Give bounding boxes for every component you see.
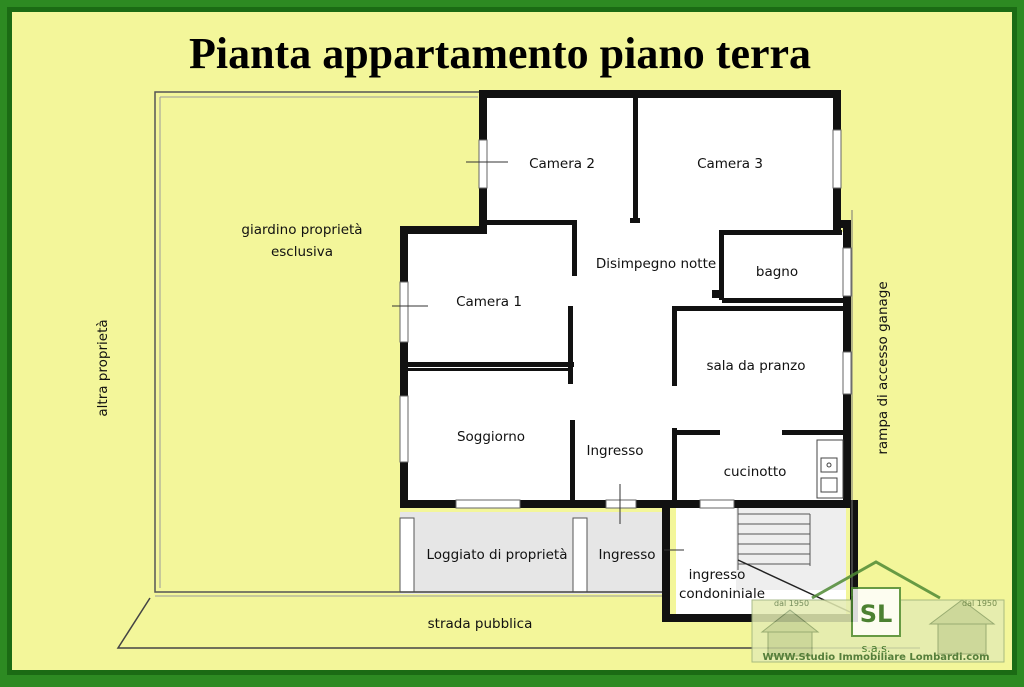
logo-year-right: dal 1950	[962, 599, 997, 608]
loggia-floor	[400, 506, 846, 594]
room-ingresso-esterno: Ingresso	[599, 547, 656, 563]
label-rampa-garage: rampa di accesso ganage	[875, 281, 891, 454]
room-ingresso: Ingresso	[587, 443, 644, 459]
agency-logo-watermark: dal 1950 SL s.a.s. dal 1950 WWW.Studio I…	[751, 560, 1005, 663]
floor-area	[405, 96, 846, 614]
label-giardino-line2: esclusiva	[271, 244, 333, 260]
logo-monogram: SL	[860, 600, 893, 628]
room-ingresso-condominiale-line1: ingresso	[689, 567, 746, 583]
label-giardino-line1: giardino proprietà	[241, 222, 362, 238]
house-icon	[811, 560, 941, 600]
room-camera-2: Camera 2	[529, 156, 595, 172]
loggia-columns	[399, 517, 662, 593]
room-soggiorno: Soggiorno	[457, 429, 525, 445]
room-sala-da-pranzo: sala da pranzo	[706, 358, 805, 374]
section-marks	[392, 161, 684, 551]
room-cucinotto: cucinotto	[724, 464, 787, 480]
room-loggiato: Loggiato di proprietà	[427, 547, 568, 563]
kitchen-counter	[816, 439, 844, 499]
logo-company: s.a.s.	[862, 642, 891, 655]
street-line	[116, 595, 920, 649]
room-disimpegno-notte: Disimpegno notte	[596, 256, 716, 272]
logo-year-left: dal 1950	[774, 599, 809, 608]
room-ingresso-condominiale-line2: condoniniale	[679, 586, 765, 602]
logo-website: WWW.Studio Immobiliare Lombardi.com	[762, 652, 989, 663]
house-icon	[760, 609, 820, 657]
logo-badge	[851, 587, 901, 637]
windows	[399, 129, 852, 509]
room-camera-3: Camera 3	[697, 156, 763, 172]
label-strada-pubblica: strada pubblica	[428, 616, 533, 632]
garden-outline	[154, 91, 481, 593]
room-bagno: bagno	[756, 264, 798, 280]
label-altra-proprieta: altra proprietà	[95, 319, 111, 416]
page-title: Pianta appartamento piano terra	[188, 29, 812, 78]
house-icon	[928, 599, 996, 655]
room-camera-1: Camera 1	[456, 294, 522, 310]
